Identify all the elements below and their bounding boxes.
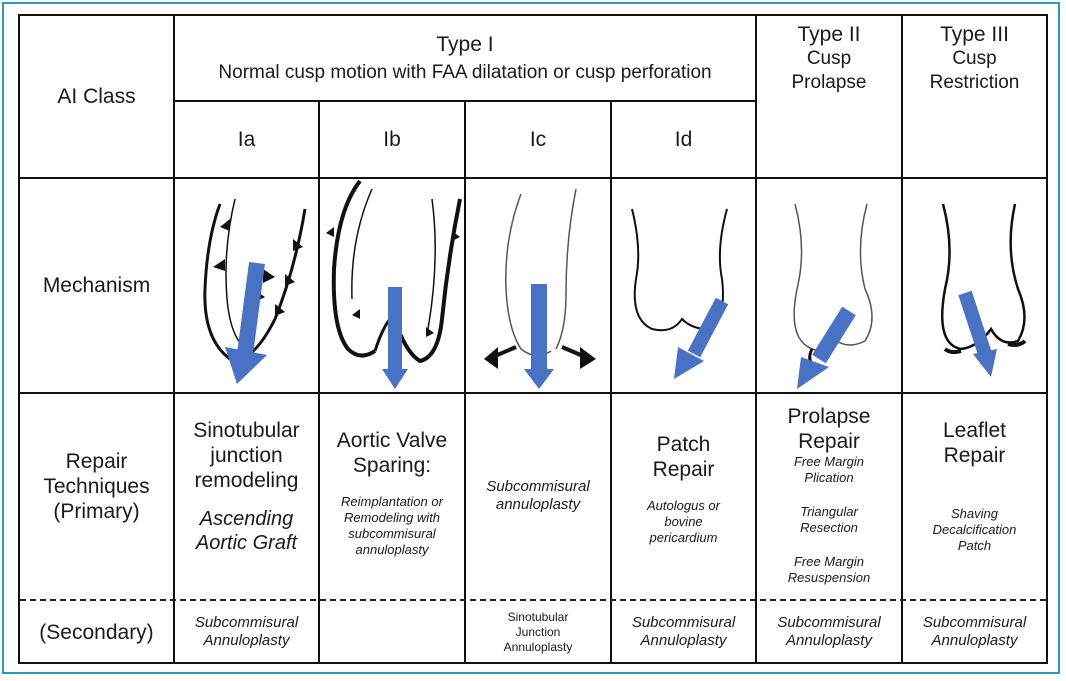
secondary-id: Subcommisural Annuloplasty — [612, 602, 755, 662]
mechanism-id-drawing — [631, 208, 729, 379]
primary-text: junction — [210, 444, 283, 467]
secondary-text: Subcommisural — [631, 614, 736, 631]
primary-detail: Triangular — [800, 504, 858, 519]
primary-detail: Resection — [800, 520, 858, 535]
grid-line — [173, 16, 175, 662]
type3-title: Type III — [940, 23, 1009, 46]
secondary-text: Junction — [515, 624, 561, 639]
subclass-ic: Ic — [529, 128, 547, 151]
type3-line2: Restriction — [929, 72, 1020, 93]
arrow-icon — [687, 297, 729, 358]
mechanism-ia-drawing — [203, 198, 307, 384]
secondary-ia: Subcommisural Annuloplasty — [175, 602, 318, 662]
primary-detail: Free Margin — [793, 554, 865, 569]
secondary-label: (Secondary) — [39, 620, 154, 644]
primary-detail: pericardium — [649, 530, 718, 545]
grid-line — [318, 100, 320, 662]
secondary-text: Annuloplasty — [931, 632, 1018, 649]
type3-line1: Cusp — [952, 48, 997, 69]
primary-detail: Shaving — [951, 506, 998, 521]
secondary-type2: Subcommisural Annuloplasty — [757, 602, 901, 662]
grid-line — [755, 16, 757, 662]
primary-detail: annuloplasty — [355, 542, 429, 557]
type2-line1: Cusp — [806, 48, 852, 69]
primary-text: Repair — [652, 458, 715, 481]
secondary-ic: Sinotubular Junction Annuloplasty — [466, 602, 610, 662]
secondary-text: Subcommisural — [194, 614, 299, 631]
primary-type2: Prolapse Repair Free Margin Plication Tr… — [757, 394, 901, 599]
grid-line — [20, 392, 1046, 394]
secondary-text: Annuloplasty — [203, 632, 290, 649]
primary-ib: Aortic Valve Sparing: Reimplantation or … — [320, 394, 464, 599]
primary-text: Repair — [798, 430, 860, 453]
primary-text: Repair — [943, 444, 1006, 467]
primary-text: Sinotubular — [193, 419, 300, 442]
primary-text: annuloplasty — [495, 496, 581, 513]
primary-detail: Autologus or — [647, 498, 720, 513]
secondary-text: Annuloplasty — [503, 639, 573, 654]
primary-text: Subcommisural — [486, 478, 590, 495]
primary-detail: Patch — [957, 538, 992, 553]
primary-ic: Subcommisural annuloplasty — [466, 394, 610, 599]
repair-techniques-label: Repair Techniques (Primary) — [43, 450, 150, 523]
secondary-text: Annuloplasty — [640, 632, 727, 649]
mechanism-type3-drawing — [941, 203, 1027, 377]
subclass-id: Id — [674, 128, 693, 151]
primary-italic: Ascending — [199, 508, 294, 530]
mechanism-type2-drawing — [793, 203, 873, 389]
primary-italic: Aortic Graft — [195, 532, 298, 554]
mechanism-label: Mechanism — [42, 274, 151, 297]
subclass-ib: Ib — [383, 128, 401, 151]
secondary-divider — [20, 599, 1046, 601]
primary-type3: Leaflet Repair Shaving Decalcification P… — [903, 394, 1046, 599]
mechanism-ib-drawing — [326, 179, 462, 389]
primary-text: Sparing: — [352, 454, 432, 477]
type2-header: Type II Cusp Prolapse — [757, 16, 901, 106]
primary-text: Patch — [656, 433, 711, 456]
type2-line2: Prolapse — [791, 72, 867, 93]
type1-description: Normal cusp motion with FAA dilatation o… — [218, 61, 712, 83]
primary-detail: bovine — [664, 514, 703, 529]
primary-detail: Resuspension — [787, 570, 871, 585]
primary-ia: Sinotubular junction remodeling Ascendin… — [175, 394, 318, 599]
grid-line — [901, 16, 903, 662]
ai-classification-table: AI Class Type I Normal cusp motion with … — [18, 14, 1048, 664]
primary-text: Aortic Valve — [336, 429, 448, 452]
primary-text: Prolapse — [787, 405, 871, 428]
subclass-ia: Ia — [237, 128, 256, 151]
figure-frame — [2, 2, 1060, 674]
secondary-text: Subcommisural — [777, 614, 881, 631]
grid-line — [610, 100, 612, 662]
arrow-icon — [958, 290, 992, 357]
type2-title: Type II — [797, 23, 861, 46]
primary-detail: Reimplantation or — [341, 494, 443, 509]
secondary-text: Sinotubular — [507, 609, 569, 624]
primary-detail: Decalcification — [932, 522, 1017, 537]
primary-detail: Plication — [804, 470, 854, 485]
mechanism-ic-drawing — [484, 188, 596, 389]
primary-text: remodeling — [194, 469, 299, 492]
primary-id: Patch Repair Autologus or bovine pericar… — [612, 394, 755, 599]
primary-detail: subcommisural — [348, 526, 436, 541]
arrow-icon — [812, 306, 856, 364]
primary-text: Leaflet — [942, 419, 1007, 442]
primary-detail: Remodeling with — [343, 510, 441, 525]
type1-title: Type I — [436, 32, 494, 56]
secondary-type3: Subcommisural Annuloplasty — [903, 602, 1046, 662]
secondary-text: Annuloplasty — [786, 632, 872, 649]
type3-header: Type III Cusp Restriction — [903, 16, 1046, 106]
type1-header: Type I Normal cusp motion with FAA dilat… — [175, 16, 755, 100]
grid-line — [173, 100, 755, 102]
primary-detail: Free Margin — [793, 454, 865, 469]
grid-line — [20, 177, 1046, 179]
grid-line — [464, 100, 466, 662]
arrow-icon — [237, 261, 265, 356]
secondary-text: Subcommisural — [922, 614, 1027, 631]
ai-class-label: AI Class — [57, 85, 136, 108]
